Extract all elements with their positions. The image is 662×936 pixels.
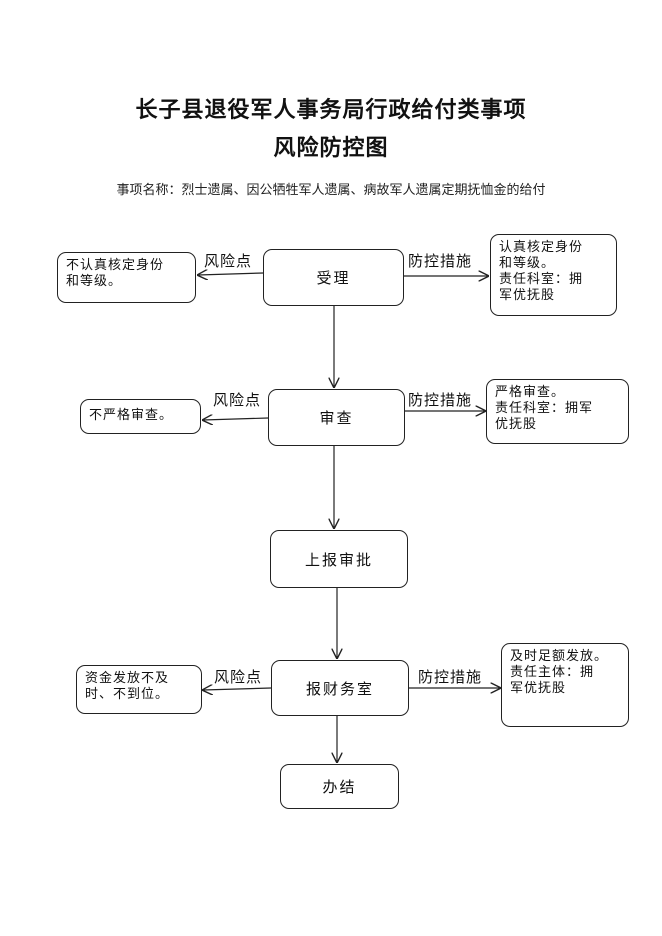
page-title-line2: 风险防控图 bbox=[273, 135, 389, 161]
risk-point-label-review: 风险点 bbox=[213, 391, 262, 409]
risk-point-label-accept: 风险点 bbox=[204, 252, 253, 270]
step-finance-label: 报财务室 bbox=[305, 679, 374, 698]
step-report-label: 上报审批 bbox=[304, 550, 373, 569]
step-accept-label: 受理 bbox=[316, 269, 351, 287]
control-finance-line3: 军优抚股 bbox=[510, 681, 567, 696]
step-complete-label: 办结 bbox=[322, 778, 357, 796]
risk-review-line1: 不严格审查。 bbox=[89, 408, 174, 423]
arrow-finance-risk bbox=[203, 688, 272, 690]
control-finance-line2: 责任主体：拥 bbox=[510, 665, 595, 680]
arrow-review-risk bbox=[203, 418, 269, 420]
control-review-line2: 责任科室：拥军 bbox=[495, 401, 594, 416]
risk-finance-line1: 资金发放不及 bbox=[85, 671, 170, 686]
step-review: 审查 bbox=[268, 389, 405, 446]
control-finance-line1: 及时足额发放。 bbox=[510, 649, 609, 664]
control-box-finance: 及时足额发放。 责任主体：拥 军优抚股 bbox=[501, 643, 629, 727]
risk-box-accept: 不认真核定身份 和等级。 bbox=[57, 252, 196, 303]
control-box-review: 严格审查。 责任科室：拥军 优抚股 bbox=[486, 379, 629, 444]
control-label-review: 防控措施 bbox=[408, 391, 473, 409]
page-title: 长子县退役军人事务局行政给付类事项 bbox=[135, 97, 527, 123]
step-finance-office: 报财务室 bbox=[271, 660, 409, 716]
risk-box-review: 不严格审查。 bbox=[80, 399, 201, 434]
control-label-finance: 防控措施 bbox=[418, 668, 483, 686]
control-review-line3: 优抚股 bbox=[495, 417, 538, 432]
control-accept-line4: 军优抚股 bbox=[499, 288, 556, 303]
control-accept-line2: 和等级。 bbox=[499, 256, 556, 271]
risk-finance-line2: 时、不到位。 bbox=[85, 687, 170, 702]
risk-accept-line2: 和等级。 bbox=[66, 274, 123, 289]
risk-point-label-finance: 风险点 bbox=[214, 668, 263, 686]
risk-accept-line1: 不认真核定身份 bbox=[66, 258, 165, 273]
step-accept: 受理 bbox=[263, 249, 404, 306]
control-accept-line3: 责任科室：拥 bbox=[499, 272, 584, 287]
arrow-accept-risk bbox=[198, 273, 264, 275]
step-report-approval: 上报审批 bbox=[270, 530, 408, 588]
step-complete: 办结 bbox=[280, 764, 399, 809]
risk-box-finance: 资金发放不及 时、不到位。 bbox=[76, 665, 202, 714]
control-review-line1: 严格审查。 bbox=[495, 385, 566, 400]
control-box-accept: 认真核定身份 和等级。 责任科室：拥 军优抚股 bbox=[490, 234, 617, 316]
control-accept-line1: 认真核定身份 bbox=[499, 240, 584, 255]
control-label-accept: 防控措施 bbox=[408, 252, 473, 270]
item-name-subtitle: 事项名称：烈士遗属、因公牺牲军人遗属、病故军人遗属定期抚恤金的给付 bbox=[116, 183, 546, 198]
step-review-label: 审查 bbox=[319, 409, 354, 427]
